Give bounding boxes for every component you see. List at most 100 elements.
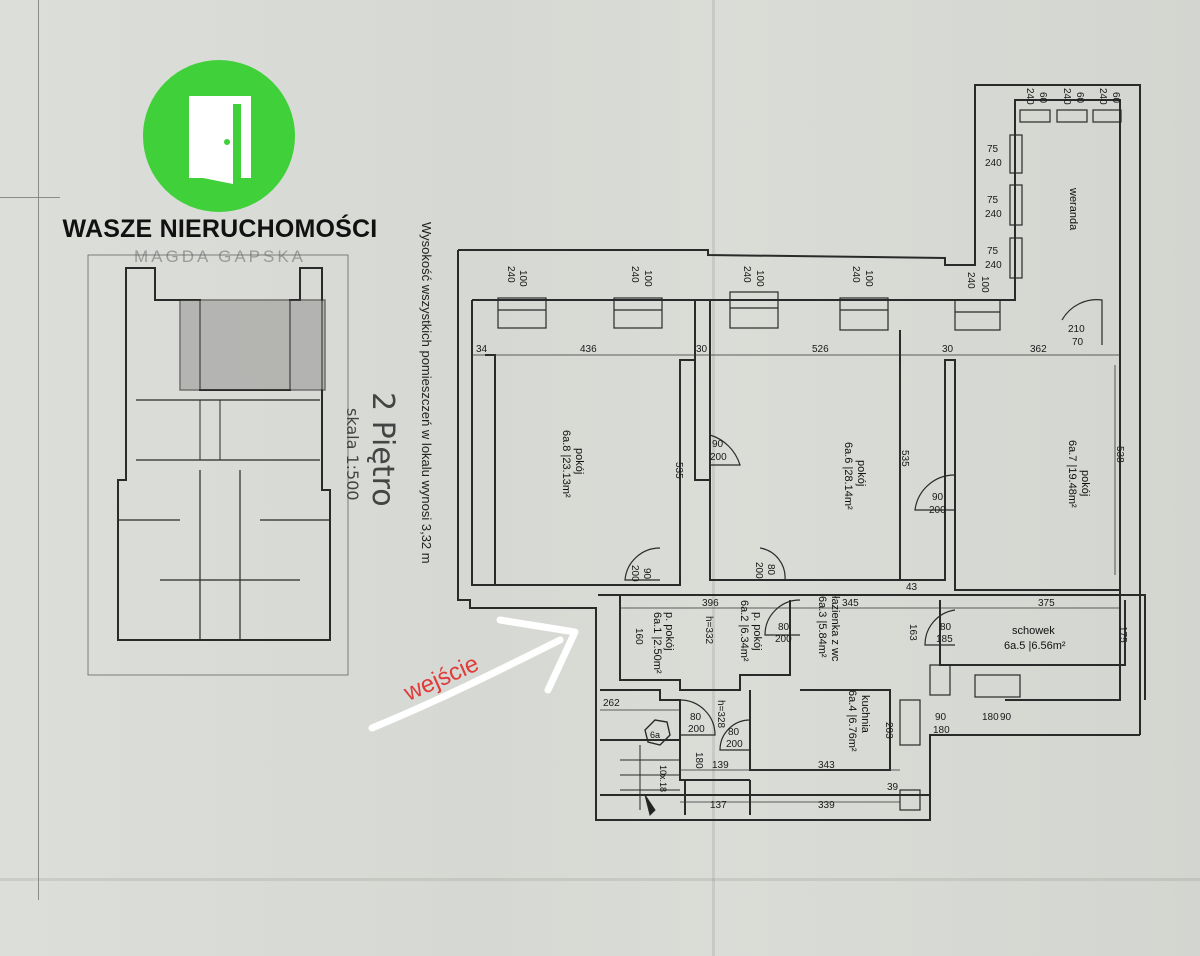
horizontal-fold — [0, 878, 1200, 881]
brand-name: WASZE NIERUCHOMOŚCI — [62, 215, 378, 243]
door-8-h: 180 — [933, 725, 950, 736]
dim-mid-3: 375 — [1038, 598, 1055, 609]
window-5-h: 240 — [1024, 88, 1035, 105]
door-labels: 90 200 90 200 90 200 80 200 80 200 80 18… — [629, 324, 1085, 750]
dimension-labels: 34 436 30 526 30 362 396 345 43 375 262 … — [476, 344, 1128, 811]
room-6a6-area: 6a.6 |28.14m² — [842, 442, 854, 510]
window-0-w: 100 — [517, 270, 528, 287]
dim-top-0: 34 — [476, 344, 488, 355]
room-6a4-area: 6a.4 |6.76m² — [846, 690, 858, 752]
dim-low-3: 39 — [887, 782, 899, 793]
dim-vert-3: 160 — [633, 628, 644, 645]
window-3-h: 240 — [850, 266, 861, 283]
room-6a1-name: p. pokój — [663, 612, 675, 651]
logo-circle — [143, 60, 295, 212]
door-6-w: 80 — [690, 712, 702, 723]
window-5-w: 60 — [1037, 92, 1048, 104]
door-icon — [189, 96, 251, 184]
room-6a9-name: weranda — [1067, 187, 1079, 231]
dim-top-3: 526 — [812, 344, 829, 355]
room-6a5-name: schowek — [1012, 625, 1055, 637]
door-9-h: 90 — [1000, 712, 1012, 723]
window-labels: 100 240 100 240 100 240 100 240 100 240 … — [505, 88, 1121, 293]
floor-label: 2 Piętro — [365, 392, 400, 507]
height-note: Wysokość wszystkich pomieszczeń w lokalu… — [419, 222, 434, 564]
dim-low-1: 139 — [712, 760, 729, 771]
window-2-h: 240 — [741, 266, 752, 283]
veranda-window-0-h: 240 — [985, 158, 1002, 169]
entrance-arrow — [368, 636, 564, 732]
door-2-h: 200 — [629, 565, 640, 582]
room-6a3-name: łazienka z wc — [829, 596, 841, 662]
entrance-arrow-head — [496, 616, 579, 694]
window-7-w: 60 — [1110, 92, 1121, 104]
left-margin-line — [38, 0, 39, 900]
window-4-h: 240 — [965, 272, 976, 289]
unit-tag: 6a — [650, 730, 660, 740]
door-6-h: 200 — [688, 724, 705, 735]
dim-mid-0: 396 — [702, 598, 719, 609]
window-1-w: 100 — [642, 270, 653, 287]
door-10-h: 70 — [1072, 337, 1084, 348]
door-7-h: 200 — [726, 739, 743, 750]
window-1-h: 240 — [629, 266, 640, 283]
door-4-h: 200 — [775, 634, 792, 645]
window-4-w: 100 — [979, 276, 990, 293]
door-2-w: 90 — [641, 568, 652, 580]
dim-vert-0: 535 — [673, 462, 684, 479]
agent-name: MAGDA GAPSKA — [133, 247, 307, 266]
room-6a5-area: 6a.5 |6.56m² — [1004, 640, 1066, 652]
room-6a6-name: pokój — [855, 460, 867, 486]
key-plan — [87, 254, 349, 676]
door-0-h: 200 — [710, 452, 727, 463]
door-10-w: 210 — [1068, 324, 1085, 335]
veranda-window-1-w: 75 — [987, 195, 999, 206]
room-6a4-name: kuchnia — [859, 695, 871, 734]
dim-low-2: 343 — [818, 760, 835, 771]
dim-vert-5: 175 — [1117, 626, 1128, 643]
room-6a8-name: pokój — [573, 448, 585, 474]
dim-top-2: 30 — [696, 344, 708, 355]
height-0: h=332 — [703, 616, 714, 645]
vertical-fold — [712, 0, 715, 956]
veranda-window-2-h: 240 — [985, 260, 1002, 271]
dim-vert-6: 203 — [883, 722, 894, 739]
door-3-h: 200 — [753, 562, 764, 579]
dim-top-4: 30 — [942, 344, 954, 355]
door-4-w: 80 — [778, 622, 790, 633]
veranda-window-1-h: 240 — [985, 209, 1002, 220]
room-6a8-area: 6a.8 |23.13m² — [560, 430, 572, 498]
dimension-lines — [472, 354, 1120, 803]
window-7-h: 240 — [1097, 88, 1108, 105]
dim-vert-2: 538 — [1114, 446, 1125, 463]
dim-vert-1: 535 — [899, 450, 910, 467]
dim-mid-2: 43 — [906, 582, 918, 593]
door-8-w: 90 — [935, 712, 947, 723]
brand-logo: WASZE NIERUCHOMOŚCI MAGDA GAPSKA — [60, 55, 380, 275]
window-6-h: 240 — [1061, 88, 1072, 105]
stair-label: 10x.18 — [658, 765, 668, 792]
dim-top-5: 362 — [1030, 344, 1047, 355]
door-1-w: 90 — [932, 492, 944, 503]
door-5-h: 185 — [936, 634, 953, 645]
room-6a1-area: 6a.1 |2.50m² — [651, 612, 663, 674]
staircase — [620, 719, 680, 816]
dim-mid-1: 345 — [842, 598, 859, 609]
dim-low-0: 262 — [603, 698, 620, 709]
window-0-h: 240 — [505, 266, 516, 283]
height-1: h=328 — [715, 700, 726, 729]
room-6a7-name: pokój — [1079, 470, 1091, 496]
dim-low-4: 137 — [710, 800, 727, 811]
veranda-window-2-w: 75 — [987, 246, 999, 257]
dim-vert-7: 180 — [693, 752, 704, 769]
room-6a3-area: 6a.3 |5.84m² — [816, 596, 828, 658]
veranda-window-0-w: 75 — [987, 144, 999, 155]
top-margin-line — [0, 197, 60, 198]
scale-label: skala 1:500 — [343, 408, 362, 501]
windows — [497, 109, 1122, 811]
room-6a7-area: 6a.7 |19.48m² — [1066, 440, 1078, 508]
door-5-w: 80 — [940, 622, 952, 633]
window-2-w: 100 — [754, 270, 765, 287]
room-6a2-area: 6a.2 |6.34m² — [738, 600, 750, 662]
dim-top-1: 436 — [580, 344, 597, 355]
